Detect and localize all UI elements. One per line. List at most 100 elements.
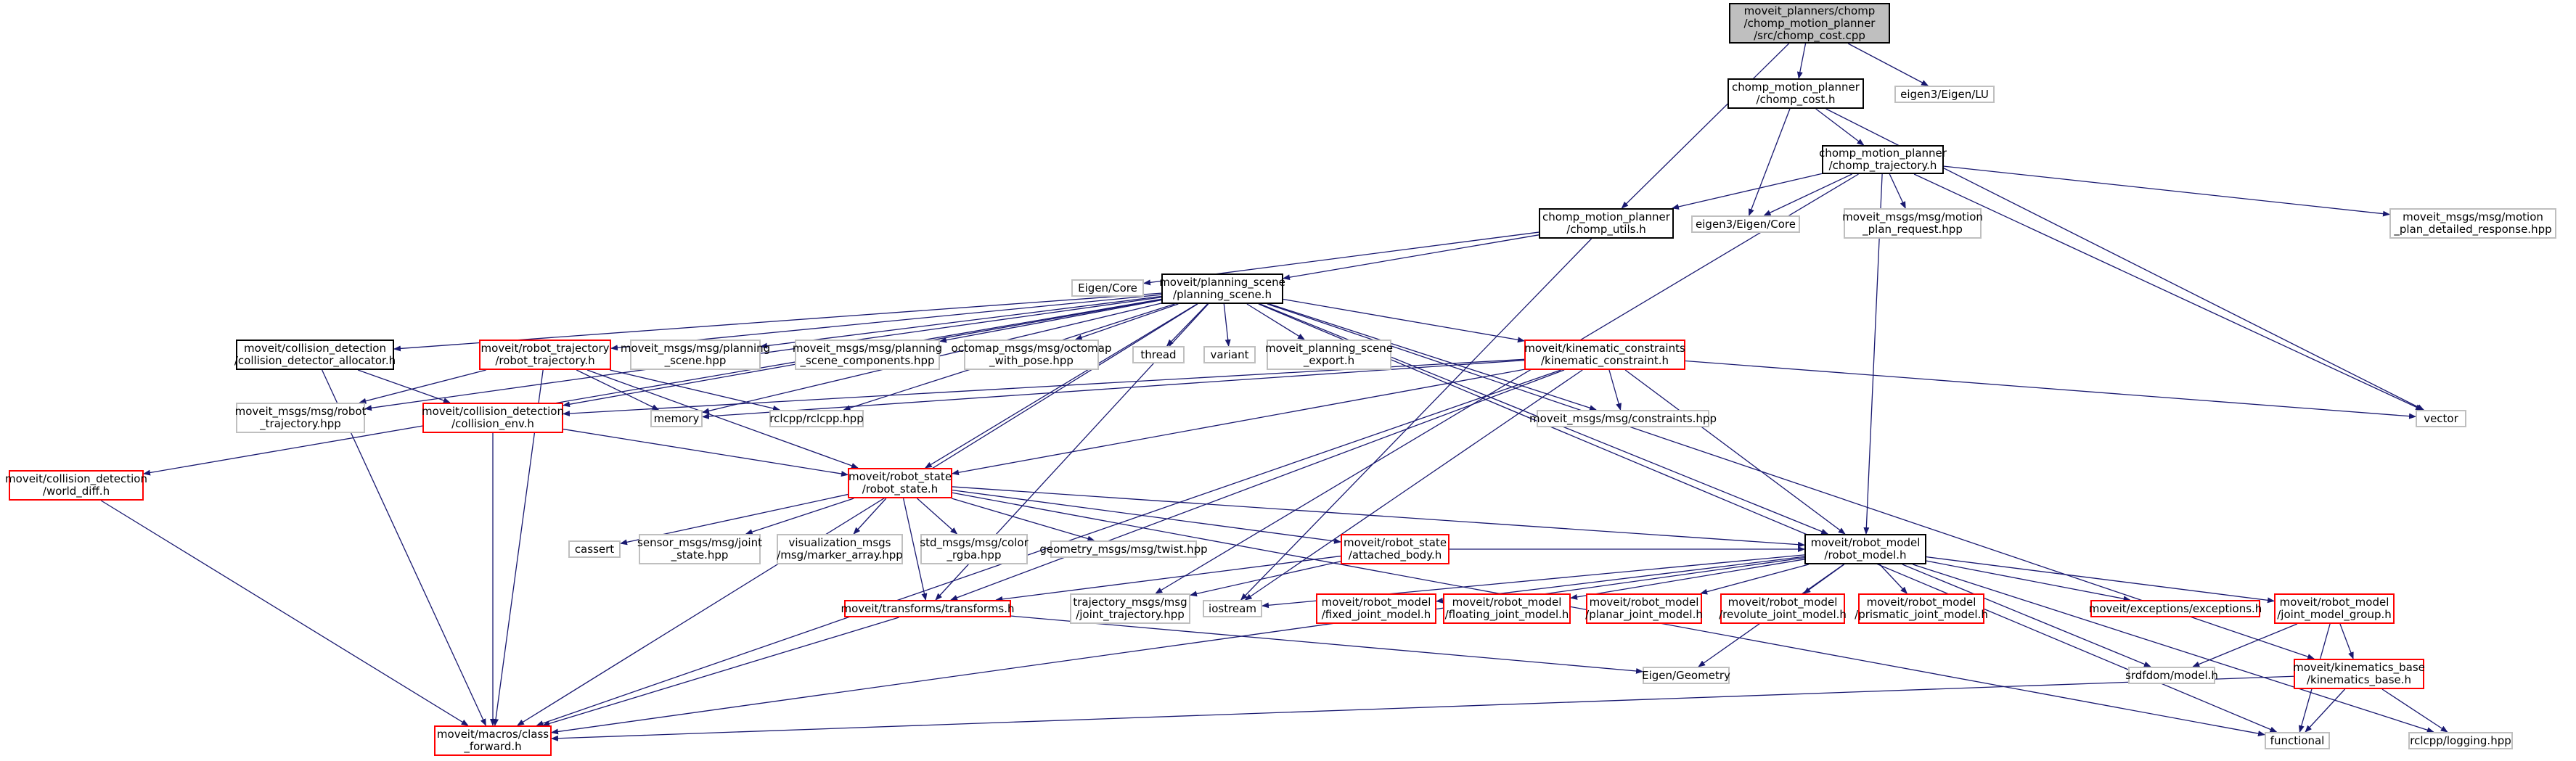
node-label-line: rclcpp/rclcpp.hpp — [769, 411, 864, 425]
node-label-line: _scene_components.hpp — [800, 354, 935, 367]
node-joint-state[interactable]: sensor_msgs/msg/joint_state.hpp — [637, 534, 762, 564]
node-world-diff[interactable]: moveit/collision_detection/world_diff.h — [5, 470, 147, 501]
node-psc-msg[interactable]: moveit_msgs/msg/planning_scene_component… — [792, 340, 943, 370]
node-transforms[interactable]: moveit/transforms/transforms.h — [841, 600, 1015, 617]
edge-transforms-to-eigen_geometry — [1010, 615, 1643, 674]
node-label-line: _forward.h — [464, 740, 522, 753]
node-class-forward[interactable]: moveit/macros/class_forward.h — [434, 725, 552, 756]
node-chomp-traj[interactable]: chomp_motion_planner/chomp_trajectory.h — [1819, 145, 1947, 174]
node-vector[interactable]: vector — [2416, 410, 2466, 427]
node-cassert[interactable]: cassert — [568, 540, 621, 558]
node-chomp-cost[interactable]: chomp_motion_planner/chomp_cost.h — [1727, 78, 1864, 109]
node-label-line: variant — [1210, 347, 1249, 361]
node-marker-array[interactable]: visualization_msgs/msg/marker_array.hpp — [777, 534, 903, 564]
node-kin-constraint[interactable]: moveit/kinematic_constraints/kinematic_c… — [1524, 340, 1685, 370]
node-thread[interactable]: thread — [1132, 346, 1185, 363]
node-constraints-msg[interactable]: moveit_msgs/msg/constraints.hpp — [1529, 410, 1717, 427]
edge-chomp_traj-to-chomp_utils — [1671, 173, 1823, 210]
edge-robot_model-to-logging — [1913, 564, 2434, 733]
node-eigen-geometry[interactable]: Eigen/Geometry — [1642, 667, 1730, 684]
node-label-line: moveit_msgs/msg/planning — [792, 342, 943, 355]
node-label-line: moveit/robot_model — [1321, 596, 1431, 609]
node-label-line: moveit_msgs/msg/motion — [1842, 210, 1983, 223]
node-label-line: Eigen/Core — [1078, 281, 1137, 295]
edge-robot_state-to-marker_array — [853, 498, 887, 535]
node-label-line: /floating_joint_model.h — [1444, 608, 1569, 621]
node-label-line: /collision_env.h — [451, 417, 534, 430]
node-eigen-core3[interactable]: eigen3/Eigen/Core — [1691, 215, 1800, 233]
node-motion-plan-resp[interactable]: moveit_msgs/msg/motion_plan_detailed_res… — [2389, 208, 2556, 239]
node-label-line: _trajectory.hpp — [260, 417, 341, 430]
node-label-line: srdfdom/model.h — [2125, 668, 2218, 682]
node-label-line: moveit_planners/chomp — [1743, 4, 1876, 17]
node-label-line: /chomp_trajectory.h — [1828, 159, 1937, 172]
node-floating-jm[interactable]: moveit/robot_model/floating_joint_model.… — [1443, 593, 1571, 624]
node-motion-plan-req[interactable]: moveit_msgs/msg/motion_plan_request.hpp — [1842, 208, 1983, 239]
node-robot-traj[interactable]: moveit/robot_trajectory/robot_trajectory… — [479, 340, 611, 370]
node-chomp-utils[interactable]: chomp_motion_planner/chomp_utils.h — [1539, 208, 1674, 239]
edge-chomp_traj-to-motion_plan_resp — [1943, 165, 2390, 217]
node-planning-scene[interactable]: moveit/planning_scene/planning_scene.h — [1159, 273, 1285, 304]
edge-robot_state-to-color_rgba — [917, 498, 958, 535]
edge-kin_constraint-to-constraints_msg — [1608, 369, 1622, 411]
node-prismatic-jm[interactable]: moveit/robot_model/prismatic_joint_model… — [1855, 593, 1988, 624]
node-label-line: moveit/robot_trajectory — [481, 342, 610, 355]
node-label-line: _scene.hpp — [664, 354, 727, 367]
node-ps-msg[interactable]: moveit_msgs/msg/planning_scene.hpp — [621, 340, 770, 370]
edge-chomp_traj-to-motion_plan_req — [1889, 173, 1906, 209]
node-functional[interactable]: functional — [2265, 732, 2330, 749]
edge-robot_model-to-class_forward — [551, 557, 1805, 735]
node-srdfdom[interactable]: srdfdom/model.h — [2125, 667, 2218, 684]
node-eigen-lu[interactable]: eigen3/Eigen/LU — [1894, 86, 1995, 103]
edge-robot_state-to-attached_body — [952, 489, 1341, 544]
node-revolute-jm[interactable]: moveit/robot_model/revolute_joint_model.… — [1719, 593, 1847, 624]
node-collision-env[interactable]: moveit/collision_detection/collision_env… — [422, 403, 564, 433]
node-fixed-jm[interactable]: moveit/robot_model/fixed_joint_model.h — [1316, 593, 1436, 624]
node-logging[interactable]: rclcpp/logging.hpp — [2408, 732, 2513, 749]
node-label-line: moveit_msgs/msg/motion — [2403, 210, 2543, 223]
edge-jmg-to-srdfdom — [2192, 623, 2298, 667]
edge-planning_scene-to-ps_export — [1246, 303, 1305, 340]
node-exceptions[interactable]: moveit/exceptions/exceptions.h — [2088, 600, 2262, 617]
edge-robot_state-to-twist — [951, 498, 1095, 542]
edge-kin_constraint-to-vector — [1685, 360, 2416, 419]
edge-kin_base-to-functional — [2305, 688, 2346, 733]
node-twist[interactable]: geometry_msgs/msg/twist.hpp — [1039, 540, 1208, 558]
node-label-line: moveit/robot_state — [848, 470, 952, 483]
node-kin-base[interactable]: moveit/kinematics_base/kinematics_base.h — [2293, 659, 2425, 689]
node-label-line: /revolute_joint_model.h — [1719, 608, 1847, 621]
node-attached-body[interactable]: moveit/robot_state/attached_body.h — [1341, 534, 1449, 564]
node-label-line: /collision_detector_allocator.h — [234, 354, 396, 367]
node-label-line: /msg/marker_array.hpp — [777, 548, 903, 562]
edge-kin_constraint-to-class_forward — [536, 369, 1561, 726]
node-robot-model[interactable]: moveit/robot_model/robot_model.h — [1804, 534, 1926, 564]
node-label-line: /kinematic_constraint.h — [1540, 354, 1669, 367]
node-rt-msg[interactable]: moveit_msgs/msg/robot_trajectory.hpp — [235, 403, 366, 433]
node-memory[interactable]: memory — [650, 410, 703, 427]
node-eigen-core[interactable]: Eigen/Core — [1071, 279, 1144, 297]
node-label-line: moveit/exceptions/exceptions.h — [2088, 601, 2262, 615]
node-variant[interactable]: variant — [1203, 346, 1256, 363]
edge-robot_model-to-planar_jm — [1700, 564, 1810, 595]
node-cd-alloc[interactable]: moveit/collision_detection/collision_det… — [234, 340, 396, 370]
node-label-line: /joint_trajectory.hpp — [1076, 608, 1185, 621]
node-joint-traj[interactable]: trajectory_msgs/msg/joint_trajectory.hpp — [1070, 593, 1190, 624]
edge-robot_model-to-prismatic_jm — [1879, 564, 1908, 594]
node-octomap[interactable]: octomap_msgs/msg/octomap_with_pose.hpp — [952, 340, 1111, 370]
node-jmg[interactable]: moveit/robot_model/joint_model_group.h — [2274, 593, 2395, 624]
edge-attached_body-to-joint_traj — [1190, 561, 1341, 597]
node-robot-state[interactable]: moveit/robot_state/robot_state.h — [848, 468, 952, 498]
node-label-line: /chomp_cost.h — [1756, 93, 1836, 106]
edge-planning_scene-to-robot_traj — [610, 294, 1162, 351]
edge-planning_scene-to-rt_msg — [364, 297, 1162, 411]
edge-planning_scene-to-thread — [1166, 303, 1209, 347]
node-planar-jm[interactable]: moveit/robot_model/planar_joint_model.h — [1585, 593, 1703, 624]
node-iostream[interactable]: iostream — [1203, 600, 1262, 617]
node-ps-export[interactable]: moveit_planning_scene_export.h — [1265, 340, 1393, 370]
edge-kin_constraint-to-robot_state — [952, 369, 1525, 476]
edge-chomp_traj-to-joint_traj — [1155, 173, 1859, 594]
node-rclcpp[interactable]: rclcpp/rclcpp.hpp — [769, 410, 864, 427]
node-label-line: moveit/robot_model — [1810, 536, 1921, 549]
node-color-rgba[interactable]: std_msgs/msg/color_rgba.hpp — [920, 534, 1029, 564]
